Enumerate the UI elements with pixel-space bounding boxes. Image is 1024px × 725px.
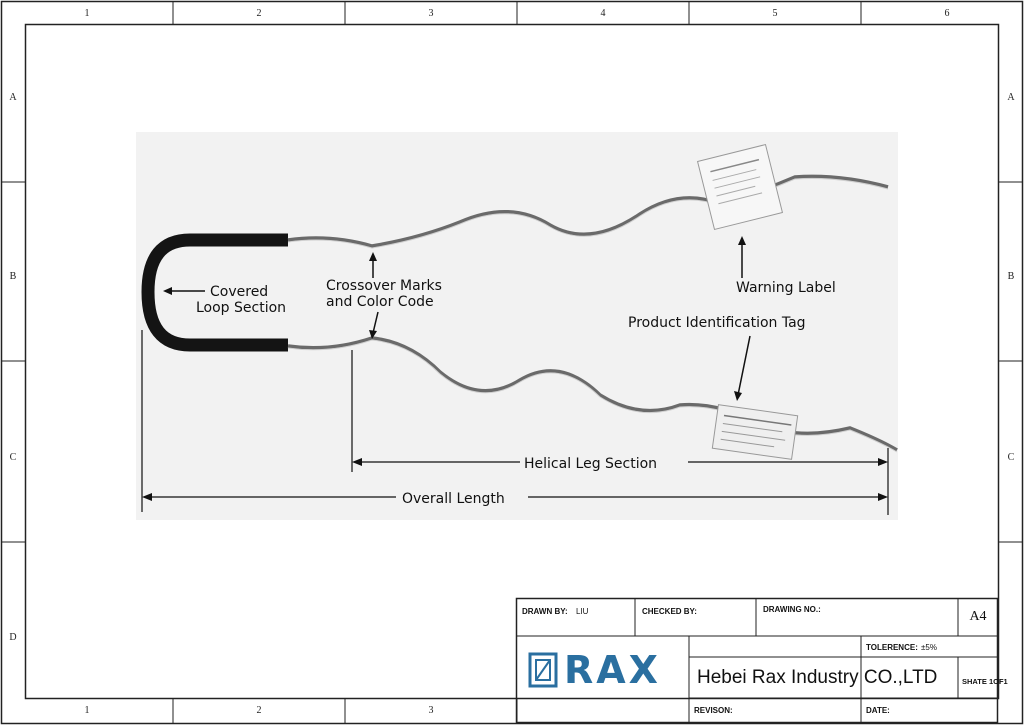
- tolerance-label: TOLERENCE:: [866, 643, 918, 652]
- zone-col-4-top: 4: [600, 8, 606, 19]
- company-name: Hebei Rax Industry CO.,LTD: [697, 667, 938, 688]
- crossover-marks-label: Crossover Marks and Color Code: [326, 278, 442, 310]
- zone-col-6-top: 6: [944, 8, 950, 19]
- zone-row-b-left: B: [9, 271, 17, 282]
- product-identification-tag: [711, 404, 799, 460]
- helical-leg-label: Helical Leg Section: [524, 456, 658, 472]
- lower-helical-leg: [287, 336, 898, 452]
- zone-col-2-bottom: 2: [256, 705, 262, 716]
- rax-logo: RAX: [528, 648, 680, 692]
- checked-by-label: CHECKED BY:: [642, 607, 697, 616]
- upper-helical-leg: [287, 174, 889, 248]
- rax-logo-text: RAX: [564, 648, 661, 692]
- zone-col-1-top: 1: [84, 8, 90, 19]
- tolerance-value: ±5%: [921, 643, 937, 652]
- crossover-marks-label-line1: Crossover Marks: [326, 278, 442, 294]
- revision-label: REVISON:: [694, 706, 733, 715]
- covered-loop-label-line1: Covered: [210, 284, 269, 300]
- zone-col-3-bottom: 3: [428, 705, 434, 716]
- drawn-by-value: LIU: [576, 607, 589, 616]
- zone-row-a-right: A: [1007, 92, 1015, 103]
- warning-label-tag: [696, 143, 784, 231]
- date-label: DATE:: [866, 706, 890, 715]
- zone-row-c-right: C: [1007, 452, 1015, 463]
- zone-col-2-top: 2: [256, 8, 262, 19]
- zone-row-d-left: D: [9, 632, 17, 643]
- covered-loop-label: Covered Loop Section: [196, 284, 286, 316]
- drawn-by-label: DRAWN BY:: [522, 607, 568, 616]
- sheet-size: A4: [969, 609, 987, 624]
- overall-length-label: Overall Length: [402, 491, 505, 507]
- drawing-no-label: DRAWING NO.:: [763, 605, 821, 614]
- zone-col-5-top: 5: [772, 8, 778, 19]
- zone-col-3-top: 3: [428, 8, 434, 19]
- crossover-marks-label-line2: and Color Code: [326, 294, 434, 310]
- zone-row-c-left: C: [9, 452, 17, 463]
- covered-loop: [141, 233, 288, 352]
- zone-row-b-right: B: [1007, 271, 1015, 282]
- sheet-count: SHATE 1OF1: [962, 677, 1008, 686]
- rax-logo-mark: [528, 652, 558, 688]
- zone-col-1-bottom: 1: [84, 705, 90, 716]
- covered-loop-label-line2: Loop Section: [196, 300, 287, 316]
- product-tag-label: Product Identification Tag: [628, 315, 806, 331]
- zone-row-a-left: A: [9, 92, 17, 103]
- warning-label-text: Warning Label: [736, 280, 836, 296]
